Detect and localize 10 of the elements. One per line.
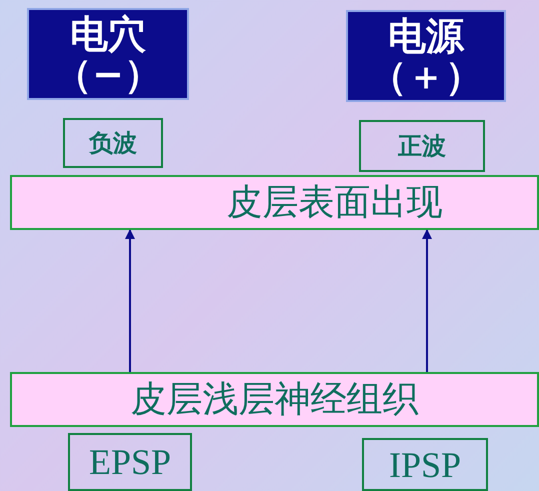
wave-label-box: 负波 [63, 118, 163, 168]
arrow [125, 229, 135, 372]
layer-band: 皮层浅层神经组织 [10, 372, 539, 427]
wave-label-box: 正波 [359, 120, 485, 172]
electrode-box: 电源（＋） [346, 10, 506, 102]
electrode-box: 电穴（−） [27, 8, 189, 100]
layer-band: 皮层表面出现 [10, 175, 539, 230]
potential-box: IPSP [362, 438, 488, 491]
potential-box: EPSP [68, 433, 192, 491]
arrow [422, 229, 432, 372]
